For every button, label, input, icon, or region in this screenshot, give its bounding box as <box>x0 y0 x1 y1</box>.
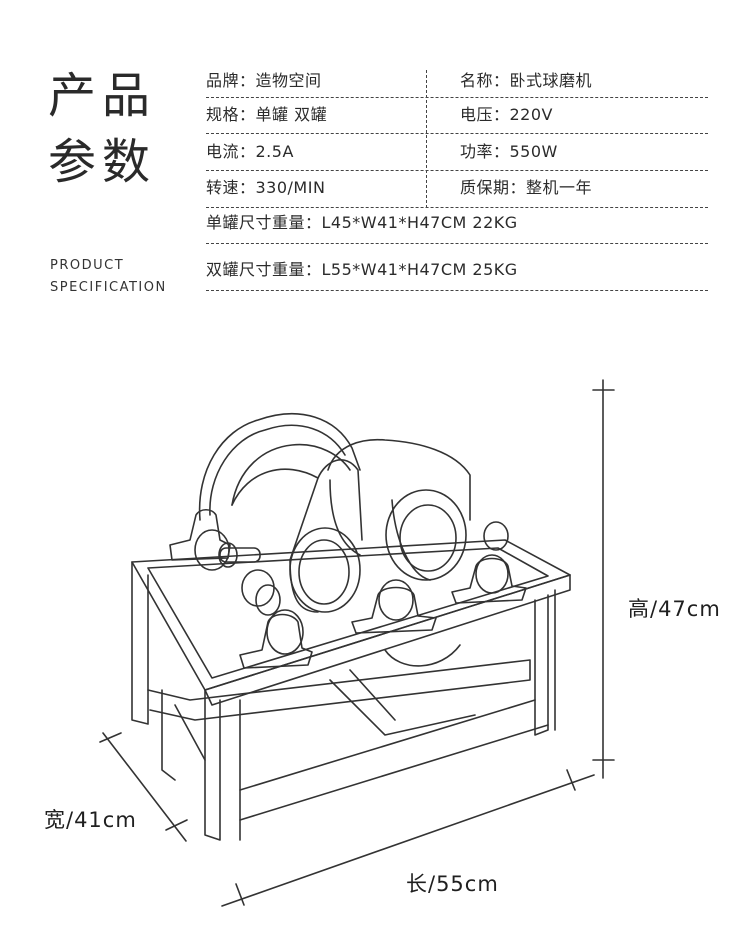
spec-spec: 规格：单罐 双罐 <box>206 105 328 124</box>
spec-power: 功率：550W <box>460 142 558 161</box>
spec-single-size: 单罐尺寸重量：L45*W41*H47CM 22KG <box>206 213 518 232</box>
page-title-line2: 参数 <box>48 134 157 190</box>
spec-row-divider <box>206 97 708 98</box>
machine-frame <box>131 539 571 841</box>
dimension-width-line <box>99 732 188 842</box>
spec-column-divider <box>426 70 427 208</box>
spec-voltage: 电压：220V <box>460 105 553 124</box>
middle-jar <box>231 459 363 613</box>
page-title-line1: 产品 <box>48 68 157 124</box>
page-subtitle-line2: SPECIFICATION <box>50 280 167 295</box>
spec-row-divider <box>206 133 708 134</box>
dimension-length-label: 长/55cm <box>406 872 499 896</box>
dimension-width-label: 宽/41cm <box>44 808 137 832</box>
spec-warranty: 质保期：整机一年 <box>460 178 593 197</box>
dimension-height-label: 高/47cm <box>628 597 721 621</box>
spec-brand: 品牌：造物空间 <box>206 71 322 90</box>
rear-jar <box>198 412 361 521</box>
dimension-length-line <box>221 769 595 907</box>
page-subtitle-line1: PRODUCT <box>50 258 125 273</box>
spec-double-size: 双罐尺寸重量：L55*W41*H47CM 25KG <box>206 260 518 279</box>
spec-speed: 转速：330/MIN <box>206 178 326 197</box>
spec-current: 电流：2.5A <box>206 142 294 161</box>
spec-row-divider <box>206 207 708 208</box>
roller-assembly <box>169 508 527 669</box>
spec-row-divider <box>206 290 708 291</box>
spec-row-divider <box>206 170 708 171</box>
dimension-height-line <box>592 379 615 779</box>
front-jar <box>327 438 471 581</box>
spec-row-divider <box>206 243 708 244</box>
spec-name: 名称：卧式球磨机 <box>460 71 593 90</box>
